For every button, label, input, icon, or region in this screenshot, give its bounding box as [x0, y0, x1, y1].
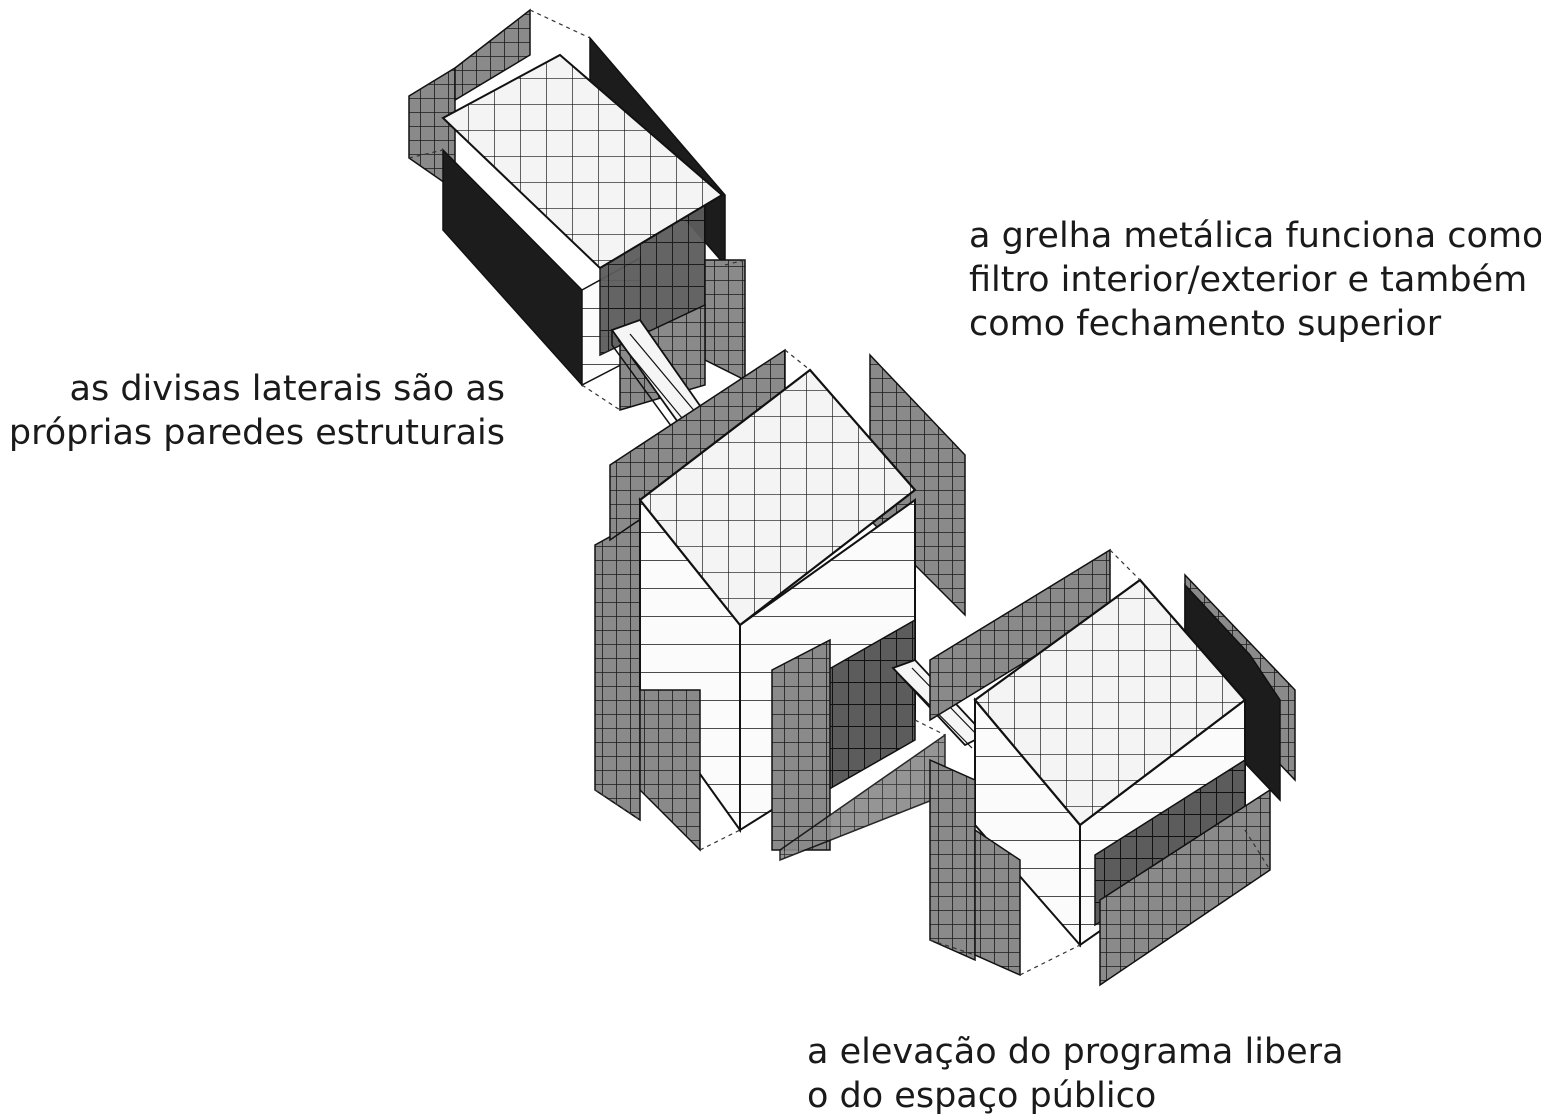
building-bottom-right	[929, 548, 1296, 987]
elevation-annotation-line: a elevação do programa libera	[807, 1032, 1344, 1072]
grid-annotation-line: como fechamento superior	[969, 304, 1442, 344]
walls-annotation: as divisas laterais são as próprias pare…	[9, 367, 505, 455]
grid-annotation-line: filtro interior/exterior e também	[969, 260, 1528, 300]
grid-annotation-line: a grelha metálica funciona como	[969, 216, 1541, 256]
grid-annotation: a grelha metálica funciona como filtro i…	[969, 214, 1541, 346]
walls-annotation-line: as divisas laterais são as	[69, 369, 505, 409]
elevation-annotation: a elevação do programa libera o do espaç…	[807, 1030, 1344, 1118]
building-top-small	[408, 8, 746, 412]
bridge-upper	[610, 318, 713, 448]
walls-annotation-line: próprias paredes estruturais	[8, 413, 505, 453]
elevation-annotation-line: o do espaço público	[807, 1076, 1157, 1116]
building-center-tall	[594, 348, 966, 862]
